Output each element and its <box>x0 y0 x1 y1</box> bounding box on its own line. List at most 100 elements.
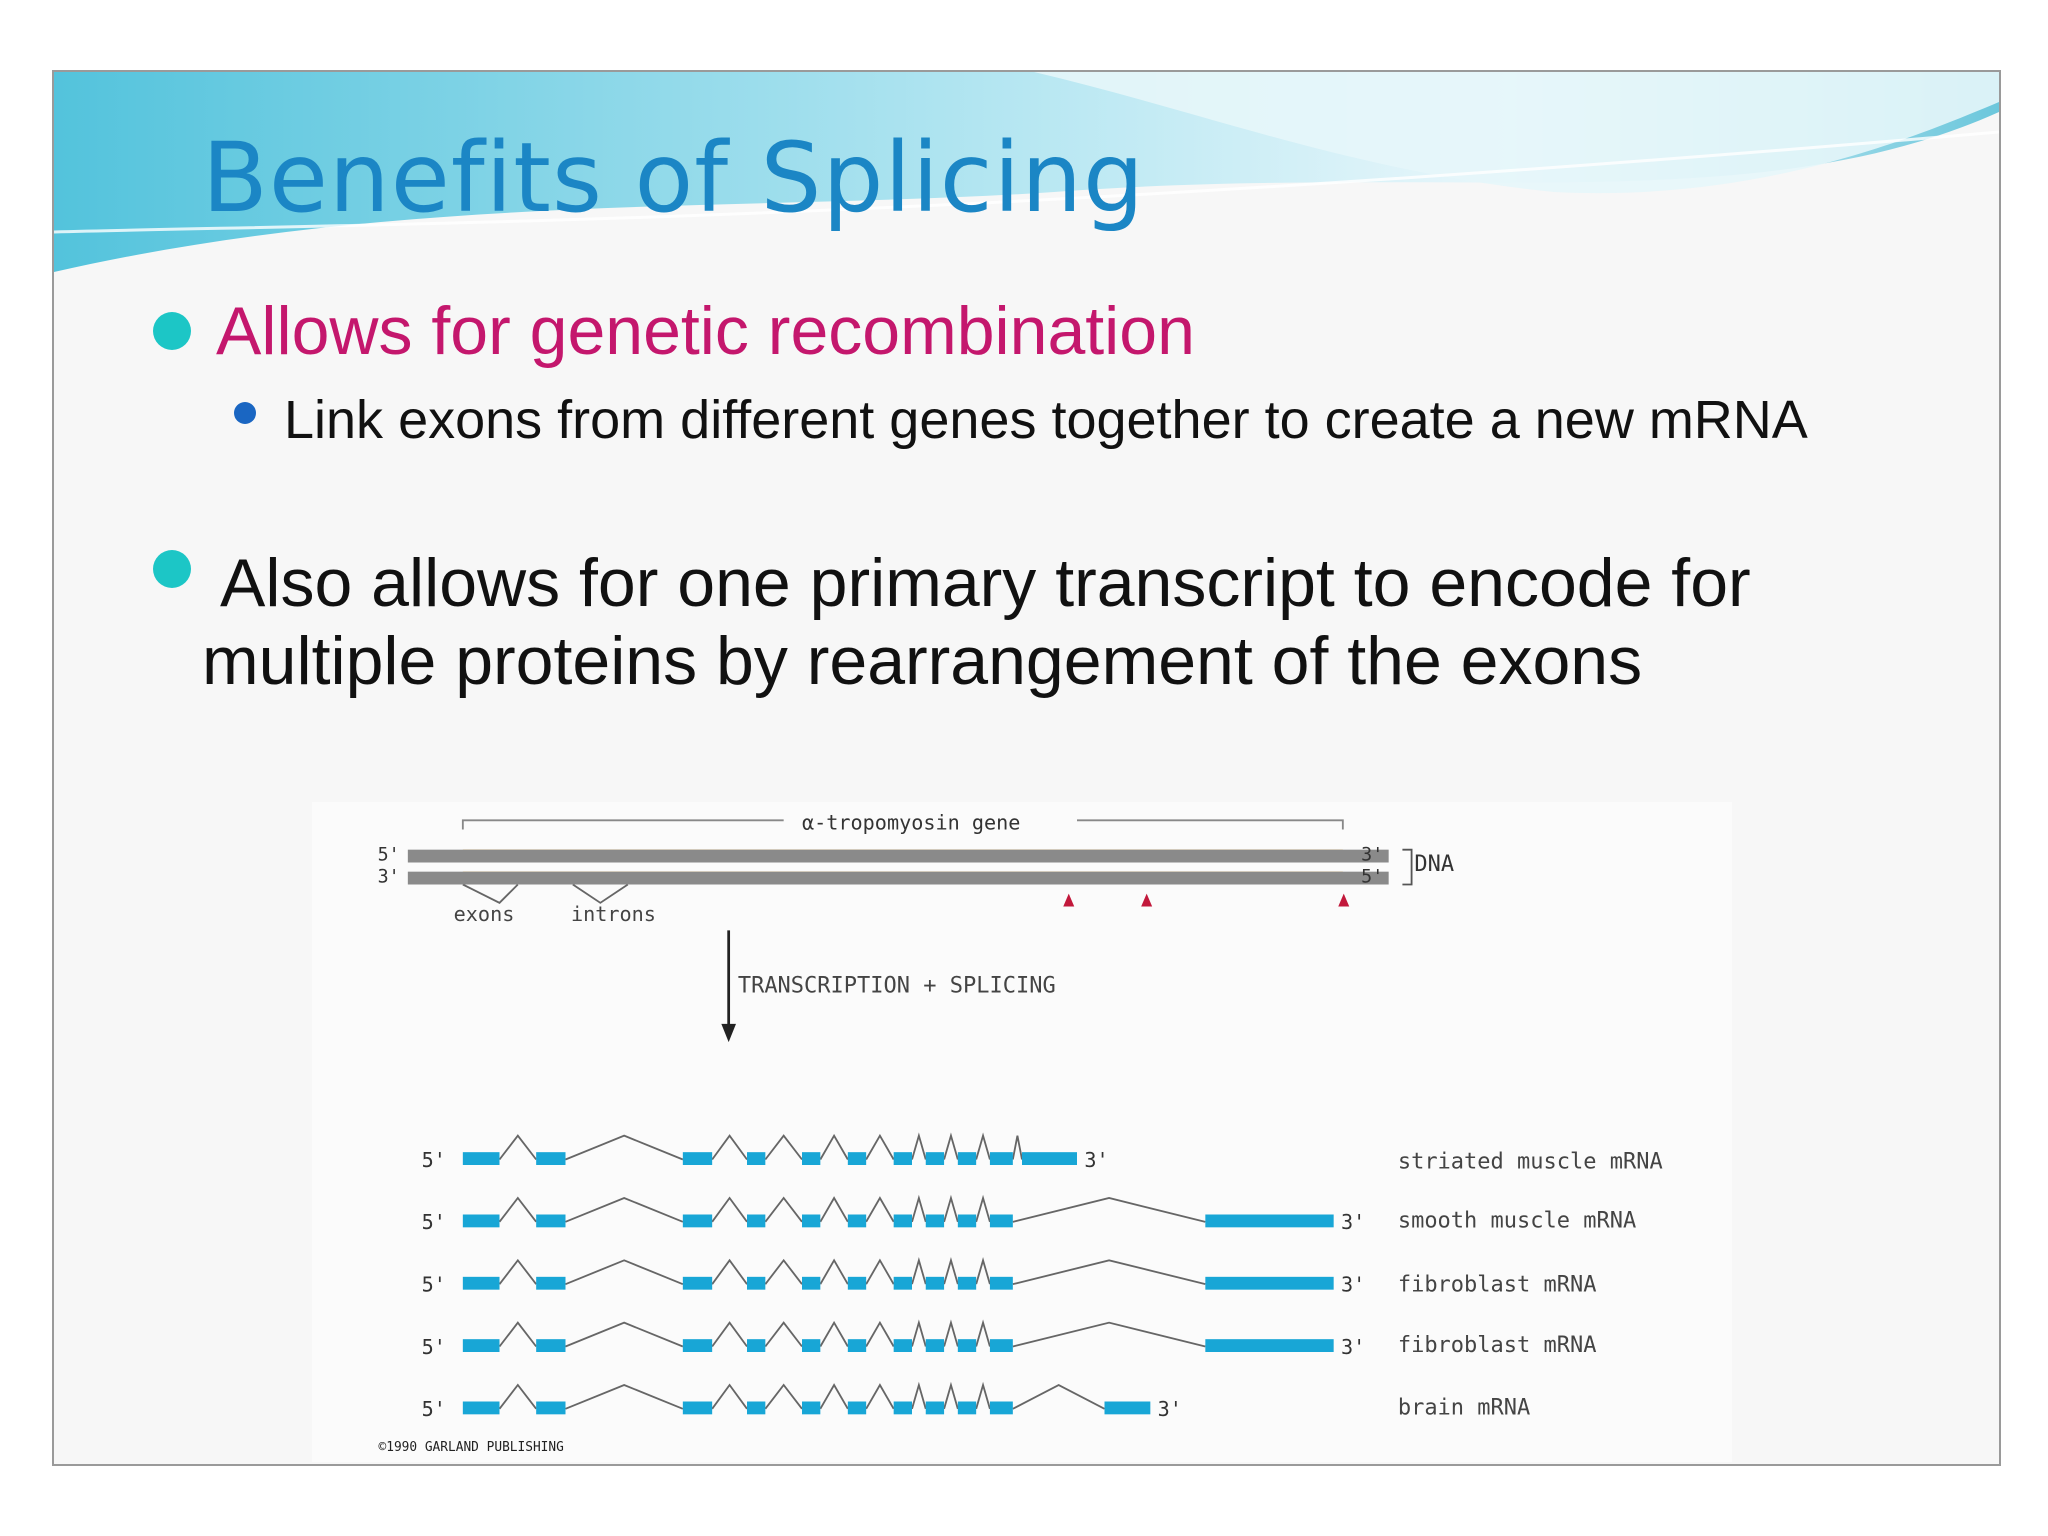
spliced-intron <box>944 1136 958 1160</box>
polya-site-marker <box>1338 894 1349 907</box>
mrna-exon <box>958 1402 976 1415</box>
mrna-exon <box>894 1277 912 1290</box>
mrna-five-prime: 5' <box>422 1273 446 1297</box>
bullet-dot <box>153 312 191 350</box>
spliced-intron <box>866 1136 894 1160</box>
mrna-exon <box>802 1277 820 1290</box>
mrna-five-prime: 5' <box>422 1397 446 1421</box>
mrna-three-prime: 3' <box>1341 1210 1365 1234</box>
mrna-exon <box>802 1402 820 1415</box>
spliced-intron <box>944 1323 958 1347</box>
spliced-intron <box>765 1260 802 1284</box>
spliced-intron <box>912 1323 926 1347</box>
spliced-intron <box>566 1385 683 1409</box>
spliced-intron <box>820 1198 847 1222</box>
spliced-intron <box>976 1260 990 1284</box>
spliced-intron <box>1013 1260 1205 1284</box>
mrna-exon <box>848 1339 866 1352</box>
spliced-intron <box>976 1323 990 1347</box>
spliced-intron <box>500 1136 537 1160</box>
spliced-intron <box>912 1260 926 1284</box>
spliced-intron <box>1013 1323 1205 1347</box>
spliced-intron <box>1013 1136 1022 1160</box>
mrna-exon <box>536 1152 565 1165</box>
mrna-exon <box>802 1339 820 1352</box>
gene-label: α-tropomyosin gene <box>802 811 1020 835</box>
mrna-exon <box>1105 1402 1151 1415</box>
spliced-intron <box>500 1260 537 1284</box>
spliced-intron <box>944 1260 958 1284</box>
spliced-intron <box>820 1385 847 1409</box>
mrna-exon <box>536 1339 565 1352</box>
mrna-exon <box>536 1215 565 1228</box>
spliced-intron <box>912 1198 926 1222</box>
exons-label: exons <box>454 902 515 926</box>
mrna-three-prime: 3' <box>1084 1148 1108 1172</box>
spliced-intron <box>866 1260 894 1284</box>
mrna-three-prime: 3' <box>1158 1397 1182 1421</box>
mrna-exon <box>848 1277 866 1290</box>
mrna-exon <box>463 1339 500 1352</box>
dna-three-prime-top: 3' <box>1361 845 1383 866</box>
spliced-intron <box>1013 1198 1205 1222</box>
polya-site-marker <box>1063 894 1074 907</box>
spliced-intron <box>566 1198 683 1222</box>
spliced-intron <box>765 1323 802 1347</box>
mrna-exon <box>747 1339 765 1352</box>
mrna-exon <box>926 1152 944 1165</box>
spliced-intron <box>866 1323 894 1347</box>
polya-site-marker <box>1141 894 1152 907</box>
bullet-genetic-recombination: Allows for genetic recombination <box>216 292 1195 370</box>
mrna-exon <box>683 1215 712 1228</box>
mrna-exon <box>802 1152 820 1165</box>
slide: Benefits of Splicing Allows for genetic … <box>52 70 2001 1466</box>
spliced-intron <box>500 1385 537 1409</box>
mrna-three-prime: 3' <box>1341 1335 1365 1359</box>
mrna-exon <box>1022 1152 1077 1165</box>
mrna-exon <box>463 1402 500 1415</box>
mrna-exon <box>894 1402 912 1415</box>
dna-five-prime-bottom: 5' <box>1361 867 1383 888</box>
mrna-label-fibroblast-1: fibroblast mRNA <box>1398 1273 1597 1298</box>
spliced-intron <box>712 1323 747 1347</box>
spliced-intron <box>866 1198 894 1222</box>
mrna-exon <box>683 1402 712 1415</box>
mrna-exon <box>926 1277 944 1290</box>
mrna-exon <box>958 1277 976 1290</box>
dna-three-prime-bottom: 3' <box>378 867 400 888</box>
spliced-intron <box>820 1260 847 1284</box>
sub-bullet-link-exons: Link exons from different genes together… <box>284 387 1944 453</box>
spliced-intron <box>712 1136 747 1160</box>
transcription-label: TRANSCRIPTION + SPLICING <box>738 974 1056 999</box>
dna-bracket <box>1402 850 1411 885</box>
spliced-intron <box>976 1385 990 1409</box>
mrna-exon <box>747 1277 765 1290</box>
introns-pointer <box>573 885 628 903</box>
mrna-exon <box>990 1402 1013 1415</box>
mrna-exon <box>1205 1339 1333 1352</box>
mrna-exon <box>926 1402 944 1415</box>
sub-bullet-dot <box>234 402 256 424</box>
mrna-exon <box>990 1152 1013 1165</box>
spliced-intron <box>500 1198 537 1222</box>
mrna-label-striated: striated muscle mRNA <box>1398 1150 1663 1175</box>
mrna-exon <box>958 1215 976 1228</box>
spliced-intron <box>1013 1385 1105 1409</box>
spliced-intron <box>765 1136 802 1160</box>
spliced-intron <box>976 1136 990 1160</box>
mrna-label-smooth: smooth muscle mRNA <box>1398 1208 1636 1233</box>
spliced-intron <box>820 1323 847 1347</box>
mrna-exon <box>894 1215 912 1228</box>
mrna-exon <box>747 1152 765 1165</box>
mrna-label-brain: brain mRNA <box>1398 1395 1530 1420</box>
spliced-intron <box>866 1385 894 1409</box>
spliced-intron <box>976 1198 990 1222</box>
spliced-intron <box>566 1260 683 1284</box>
mrna-exon <box>990 1277 1013 1290</box>
mrna-five-prime: 5' <box>422 1148 446 1172</box>
spliced-intron <box>944 1198 958 1222</box>
mrna-exon <box>463 1277 500 1290</box>
spliced-intron <box>566 1323 683 1347</box>
mrna-exon <box>926 1339 944 1352</box>
splicing-diagram: 3'5'3'5'3'5'3'5'3'5' α-tropomyosin gene … <box>312 802 1732 1462</box>
